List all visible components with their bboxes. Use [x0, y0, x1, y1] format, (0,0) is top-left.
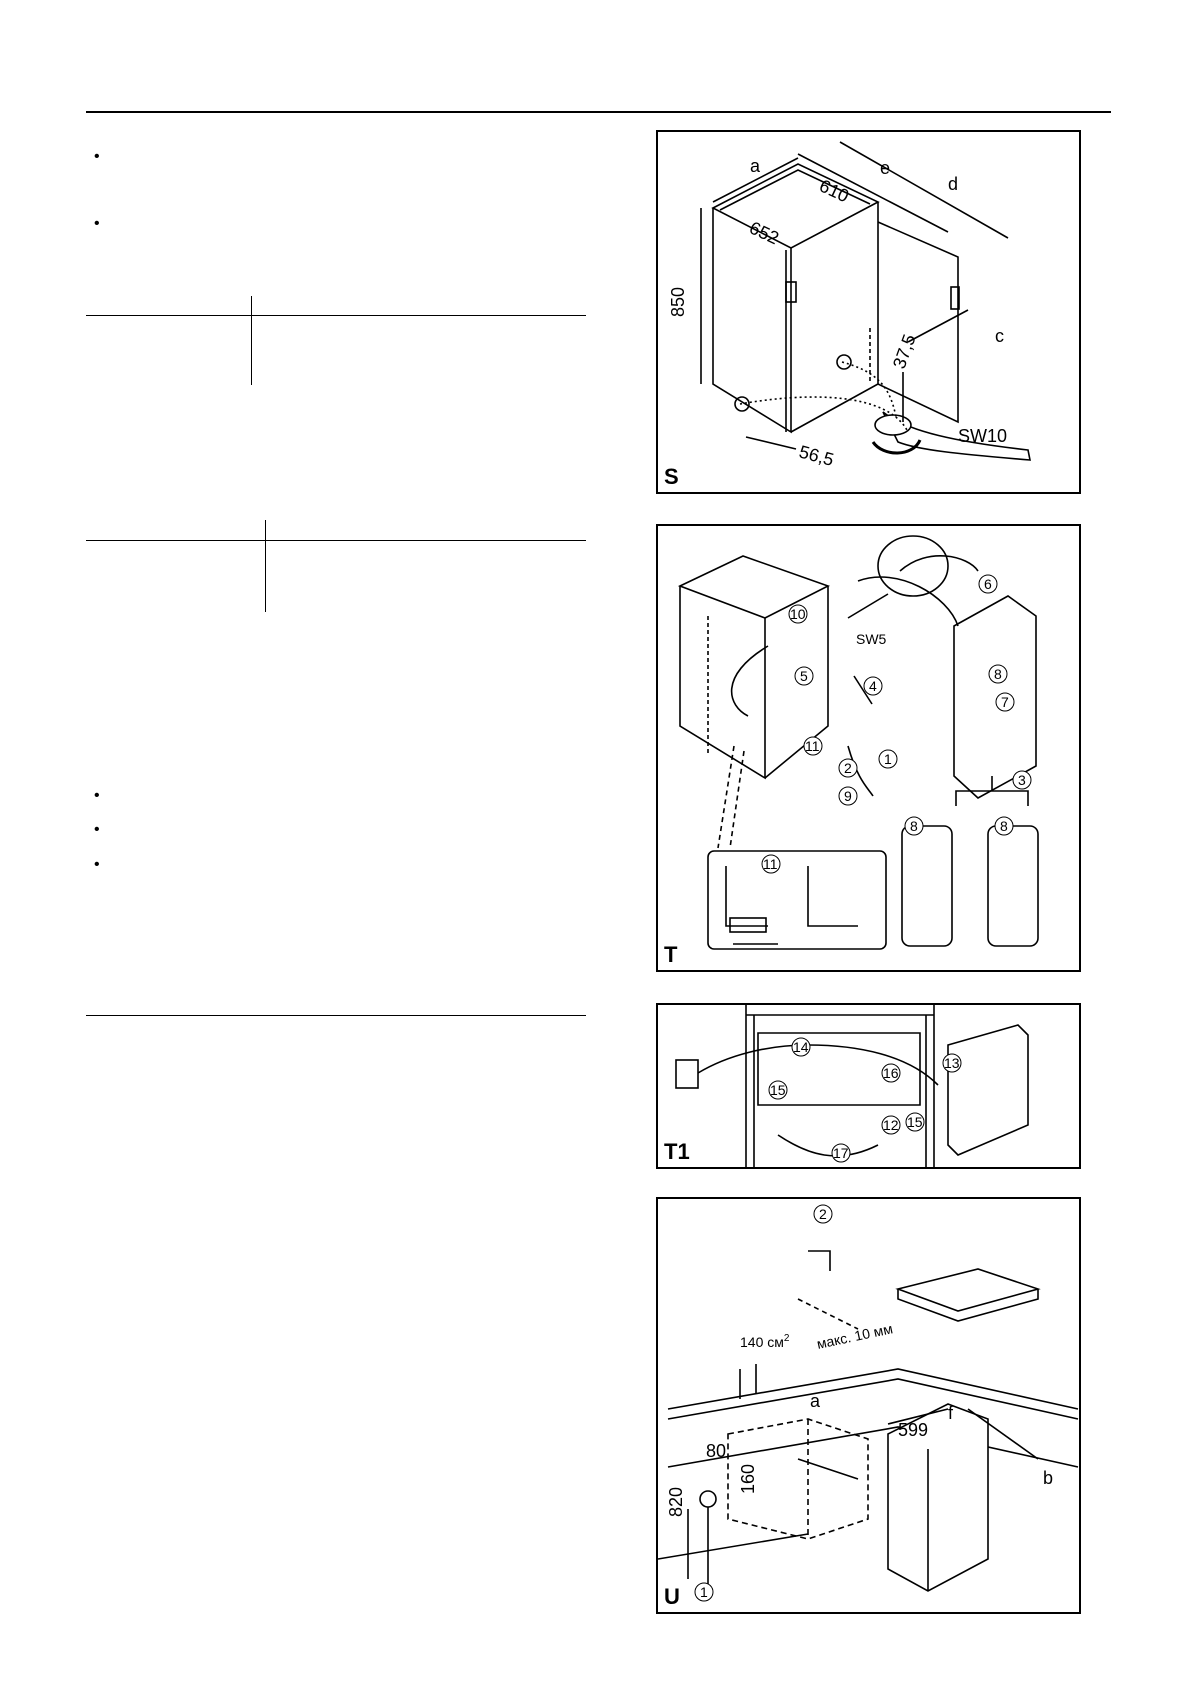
step-6: 6: [984, 576, 992, 592]
section-rule: [86, 1015, 586, 1016]
figure-label: T: [664, 942, 678, 967]
step-3: 3: [1018, 772, 1026, 788]
step-7: 7: [1001, 694, 1009, 710]
step-10: 10: [790, 606, 806, 622]
header-rule: [86, 111, 1111, 113]
table-rule: [86, 315, 586, 316]
figure-t-drawing: 10 5 11 2 1 9 4 6 8 7 3 8 8 11: [677, 535, 1039, 950]
figure-s-drawing: a 610 e d 652 850 c 37,5 56,5 SW10: [668, 141, 1031, 470]
dim-d: d: [948, 174, 958, 194]
figure-t: 10 5 11 2 1 9 4 6 8 7 3 8 8 11: [656, 524, 1081, 972]
dim-e: e: [880, 158, 890, 178]
step-2: 2: [844, 760, 852, 776]
figure-t1-drawing: 14 15 16 13 12 15 17: [675, 1005, 1029, 1167]
bullet-marker: •: [94, 215, 100, 232]
step-8: 8: [994, 666, 1002, 682]
step-9: 9: [844, 788, 852, 804]
step-17: 17: [833, 1145, 849, 1161]
dim-80: 80: [706, 1441, 726, 1461]
step-11-inset: 11: [763, 856, 778, 872]
step-markers: 2 1: [694, 1204, 833, 1602]
step-2-u: 2: [819, 1206, 827, 1222]
dim-a: a: [750, 156, 761, 176]
step-5: 5: [800, 668, 808, 684]
step-12: 12: [883, 1117, 899, 1133]
figure-label: S: [664, 464, 679, 489]
bullet-marker: •: [94, 787, 100, 804]
dim-56-5: 56,5: [797, 442, 836, 470]
figure-u: 2 1 140 см2 макс. 10 мм a f 599 b 820 80…: [656, 1197, 1081, 1614]
dim-599: 599: [898, 1420, 928, 1440]
table-rule: [86, 540, 586, 541]
step-4: 4: [869, 678, 877, 694]
step-14: 14: [793, 1039, 809, 1055]
wrench-size-sw5: SW5: [856, 631, 887, 647]
dim-37-5: 37,5: [889, 332, 920, 372]
dim-160: 160: [738, 1464, 758, 1494]
dim-850: 850: [668, 287, 688, 317]
step-1-u: 1: [700, 1584, 708, 1600]
step-11: 11: [805, 738, 820, 754]
step-markers: 14 15 16 13 12 15 17: [768, 1037, 962, 1163]
step-13: 13: [944, 1055, 960, 1071]
step-8-left: 8: [910, 818, 918, 834]
bullet-marker: •: [94, 821, 100, 838]
step-markers: 10 5 11 2 1 9 4 6 8 7 3 8 8 11: [761, 574, 1032, 874]
step-16: 16: [883, 1065, 899, 1081]
figure-u-drawing: 2 1 140 см2 макс. 10 мм a f 599 b 820 80…: [658, 1204, 1079, 1602]
dim-a-u: a: [810, 1391, 821, 1411]
figure-s: a 610 e d 652 850 c 37,5 56,5 SW10 S: [656, 130, 1081, 494]
figure-t1: 14 15 16 13 12 15 17 T1: [656, 1003, 1081, 1169]
max-gap-label: макс. 10 мм: [815, 1320, 894, 1352]
vent-area-label: 140 см2: [740, 1333, 790, 1350]
dim-b-u: b: [1043, 1468, 1053, 1488]
dim-c: c: [995, 326, 1004, 346]
wrench-size-sw10: SW10: [958, 426, 1007, 446]
table-divider: [251, 296, 252, 385]
figure-label: U: [664, 1584, 680, 1609]
step-15: 15: [770, 1082, 786, 1098]
step-1: 1: [884, 751, 892, 767]
dim-820: 820: [666, 1487, 686, 1517]
bullet-marker: •: [94, 856, 100, 873]
table-divider: [265, 520, 266, 612]
figure-label: T1: [664, 1139, 690, 1164]
step-15-right: 15: [907, 1114, 923, 1130]
step-8-right: 8: [1000, 818, 1008, 834]
dim-f-u: f: [948, 1403, 954, 1423]
bullet-marker: •: [94, 148, 100, 165]
